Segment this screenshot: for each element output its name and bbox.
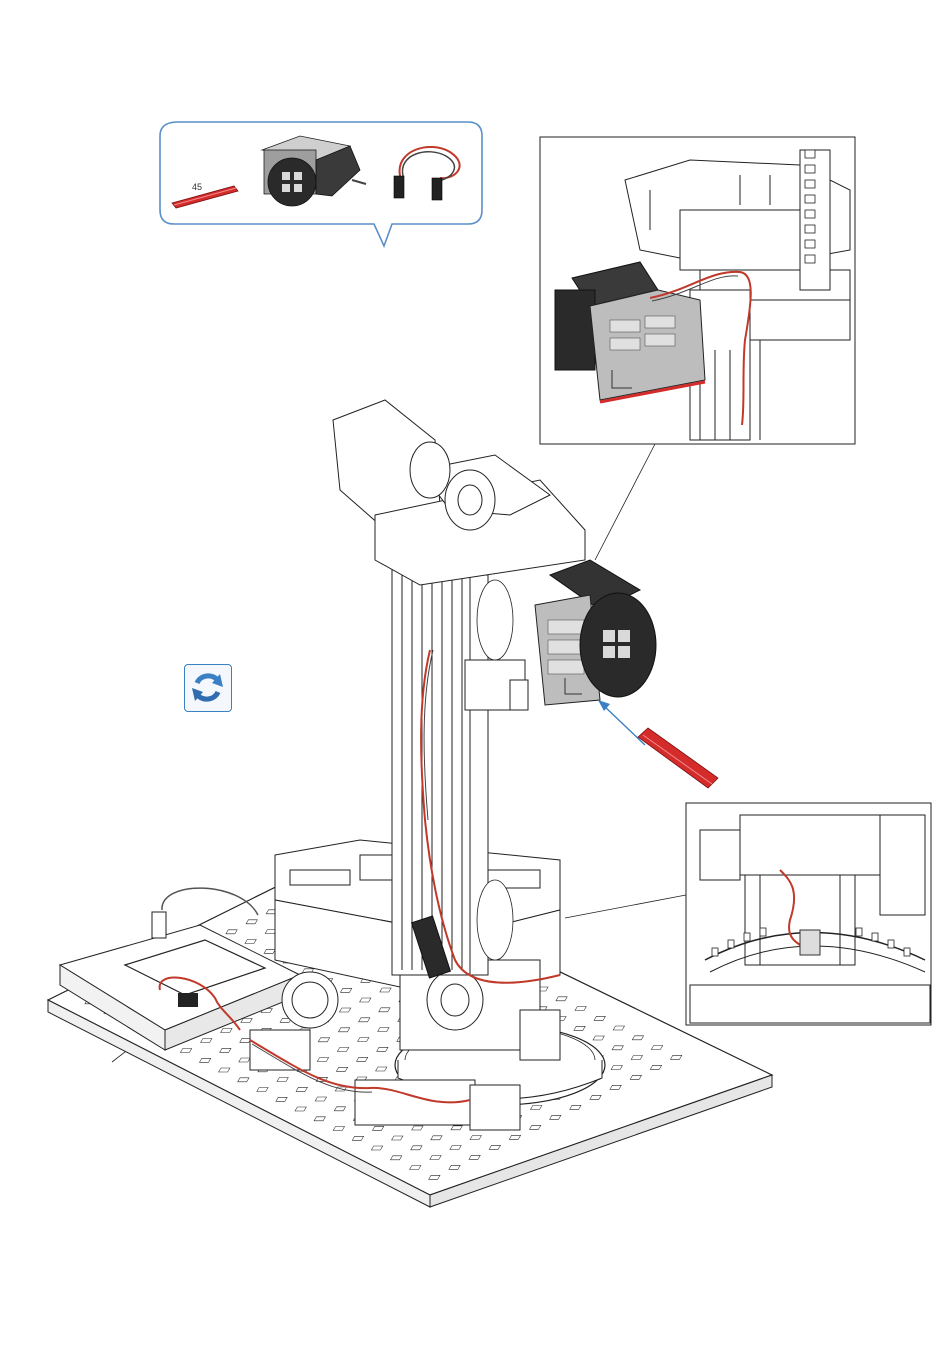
plate-slot bbox=[429, 1175, 440, 1179]
plate-slot bbox=[412, 1126, 423, 1130]
plate-slot bbox=[317, 1058, 328, 1062]
plate-slot bbox=[336, 1067, 347, 1071]
plate-slot bbox=[530, 1106, 541, 1110]
plate-slot bbox=[221, 1029, 232, 1033]
plate-slot bbox=[359, 1018, 370, 1022]
plate-slot bbox=[550, 1115, 561, 1119]
plate-slot bbox=[334, 1107, 345, 1111]
plate-slot bbox=[199, 1058, 210, 1062]
plate-slot bbox=[449, 1165, 460, 1169]
plate-slot bbox=[575, 1007, 586, 1011]
plate-slot bbox=[338, 1028, 349, 1032]
plate-slot bbox=[238, 1078, 249, 1082]
plate-slot bbox=[590, 1095, 601, 1099]
plate-slot bbox=[529, 1125, 540, 1129]
inset-leader-top bbox=[595, 444, 655, 560]
plate-slot bbox=[613, 1026, 624, 1030]
plate-slot bbox=[295, 1107, 306, 1111]
plate-slot bbox=[257, 1088, 268, 1092]
robot-model-main bbox=[48, 400, 772, 1207]
plate-slot bbox=[489, 1145, 500, 1149]
plate-slot bbox=[226, 930, 237, 934]
plate-slot bbox=[390, 1156, 401, 1160]
plate-slot bbox=[333, 1127, 344, 1131]
plate-slot bbox=[337, 1048, 348, 1052]
plate-slot bbox=[411, 1146, 422, 1150]
plate-slot bbox=[410, 1166, 421, 1170]
plate-slot bbox=[318, 1038, 329, 1042]
plate-slot bbox=[670, 1055, 681, 1059]
plate-slot bbox=[631, 1056, 642, 1060]
plate-slot bbox=[356, 1057, 367, 1061]
plate-slot bbox=[450, 1146, 461, 1150]
plate-slot bbox=[372, 1126, 383, 1130]
plate-slot bbox=[574, 1026, 585, 1030]
rotate-arrows-icon bbox=[185, 665, 230, 710]
plate-slot bbox=[380, 988, 391, 992]
rotate-model-icon bbox=[184, 664, 232, 712]
plate-slot bbox=[650, 1065, 661, 1069]
plate-slot bbox=[651, 1046, 662, 1050]
plate-slot bbox=[379, 1008, 390, 1012]
plate-slot bbox=[246, 920, 257, 924]
plate-slot bbox=[180, 1049, 191, 1053]
plate-slot bbox=[611, 1066, 622, 1070]
plate-slot bbox=[277, 1078, 288, 1082]
servo-motor-main bbox=[535, 560, 656, 705]
plate-slot bbox=[632, 1036, 643, 1040]
plate-slot bbox=[430, 1156, 441, 1160]
plate-slot bbox=[431, 1136, 442, 1140]
strut-length-label: 45 bbox=[192, 182, 202, 192]
plate-slot bbox=[593, 1036, 604, 1040]
detail-inset-base-gear bbox=[686, 803, 931, 1025]
red-strut-insert bbox=[638, 728, 718, 788]
plate-slot bbox=[264, 949, 275, 953]
plate-slot bbox=[371, 1146, 382, 1150]
plate-slot bbox=[219, 1068, 230, 1072]
inset-leader-bottom bbox=[565, 895, 686, 918]
plate-slot bbox=[352, 1136, 363, 1140]
plate-slot bbox=[241, 1019, 252, 1023]
plate-slot bbox=[339, 1008, 350, 1012]
plate-slot bbox=[377, 1047, 388, 1051]
plate-slot bbox=[239, 1058, 250, 1062]
plate-slot bbox=[296, 1087, 307, 1091]
detail-inset-servo-mount bbox=[540, 137, 855, 444]
parts-callout: 45 bbox=[160, 122, 482, 246]
plate-slot bbox=[469, 1155, 480, 1159]
plate-slot bbox=[556, 997, 567, 1001]
plate-slot bbox=[570, 1105, 581, 1109]
plate-slot bbox=[594, 1016, 605, 1020]
plate-slot bbox=[470, 1136, 481, 1140]
plate-slot bbox=[630, 1075, 641, 1079]
assembly-arrow bbox=[603, 705, 645, 745]
plate-slot bbox=[315, 1097, 326, 1101]
plate-slot bbox=[610, 1085, 621, 1089]
plate-slot bbox=[360, 998, 371, 1002]
plate-slot bbox=[276, 1097, 287, 1101]
plate-slot bbox=[378, 1028, 389, 1032]
plate-slot bbox=[392, 1136, 403, 1140]
plate-slot bbox=[201, 1039, 212, 1043]
plate-slot bbox=[220, 1048, 231, 1052]
plate-slot bbox=[358, 1038, 369, 1042]
plate-slot bbox=[245, 940, 256, 944]
plate-slot bbox=[314, 1117, 325, 1121]
plate-slot bbox=[376, 1067, 387, 1071]
plate-slot bbox=[612, 1046, 623, 1050]
plate-slot bbox=[509, 1135, 520, 1139]
plate-slot bbox=[451, 1126, 462, 1130]
plate-slot bbox=[340, 988, 351, 992]
plate-slot bbox=[240, 1038, 251, 1042]
